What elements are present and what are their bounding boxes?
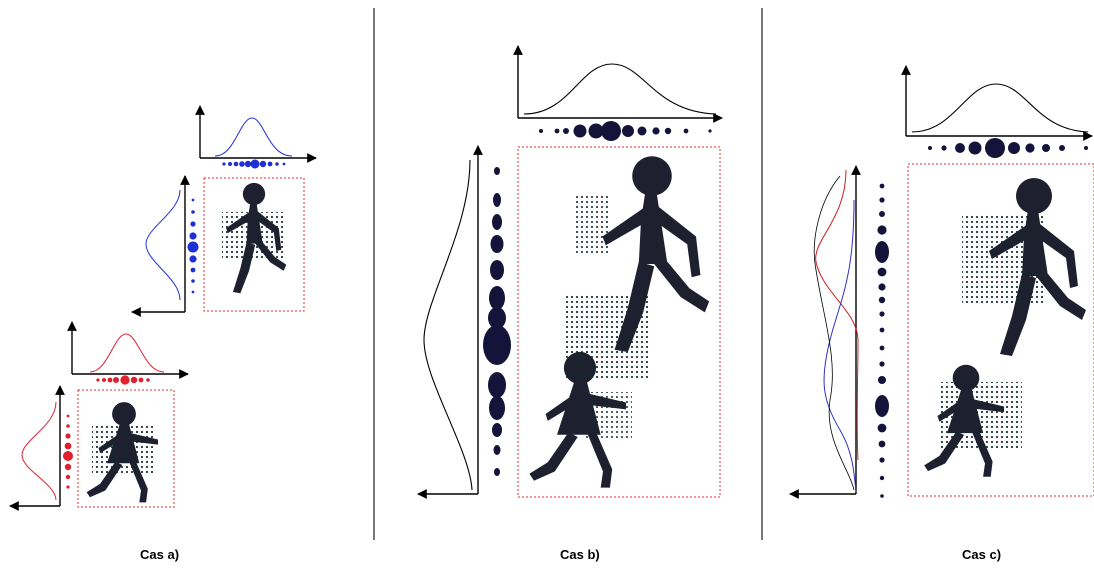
case-b-panel (417, 45, 723, 499)
case-a-lower-vertical-projection-dots (63, 414, 73, 489)
case-c-horizontal-distribution-curve (911, 83, 1089, 133)
case-a-upper-diagram (131, 105, 317, 317)
case-a-lower-horizontal-distribution-curve (89, 333, 165, 373)
case-c-panel (789, 65, 1094, 499)
case-c-vertical-distribution-curve-blue (823, 199, 857, 493)
case-a-upper-motion-points (222, 212, 284, 260)
case-c-roi-box (907, 163, 1094, 497)
case-c-vertical-projection-dots (875, 183, 889, 498)
case-a-upper-horizontal-distribution-curve (214, 117, 293, 157)
case-b-vertical-projection-dots (483, 167, 511, 476)
case-c-horizontal-projection-dots (928, 138, 1088, 158)
case-a-upper-horizontal-projection-dots (222, 159, 286, 169)
case-a-lower-vertical-distribution-curve (21, 401, 57, 501)
case-c-vertical-distribution-curve-sum (813, 175, 855, 491)
case-a-upper-roi-box (203, 177, 305, 312)
case-c-caption: Cas c) (962, 547, 1002, 562)
case-a-lower-diagram (9, 321, 189, 511)
case-a-lower-horizontal-projection-dots (96, 375, 150, 385)
case-b-roi-box (517, 146, 721, 498)
case-b-caption: Cas b) (560, 547, 600, 562)
case-a-panel (9, 105, 317, 511)
case-b-motion-points-lower (586, 392, 632, 440)
case-a-caption: Cas a) (140, 547, 180, 562)
case-a-lower-roi-box (77, 389, 175, 508)
case-c-motion-points-child (940, 382, 1022, 450)
case-b-motion-points-upper (574, 196, 610, 256)
case-b-vertical-distribution-curve (423, 159, 473, 491)
case-b-horizontal-distribution-curve (523, 63, 717, 115)
case-a-upper-vertical-projection-dots (187, 198, 199, 294)
case-a-lower-motion-points (92, 424, 154, 476)
case-a-upper-vertical-distribution-curve (145, 189, 181, 301)
case-b-horizontal-projection-dots (539, 121, 712, 141)
case-c-motion-points-adult (962, 216, 1044, 306)
case-b-motion-points-middle (566, 296, 650, 378)
case-c-vertical-distribution-curve-red (815, 169, 859, 461)
